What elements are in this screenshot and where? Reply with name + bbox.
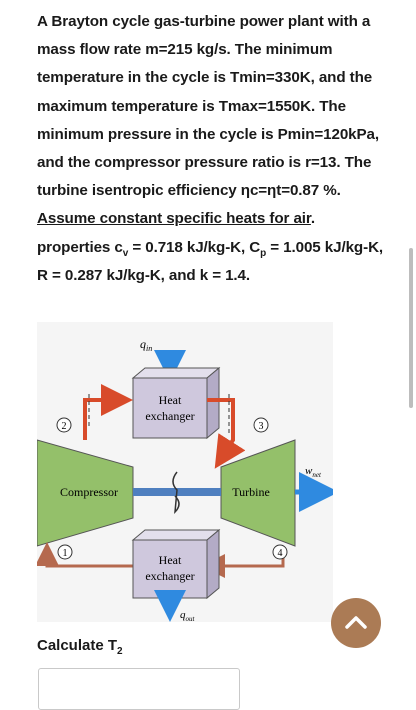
- q-out-label: qout: [180, 609, 196, 622]
- w-net-label: wnet: [305, 465, 322, 479]
- svg-text:2: 2: [62, 421, 67, 432]
- heat-exchanger-bottom: Heat exchanger: [131, 528, 221, 600]
- scroll-top-button[interactable]: [331, 598, 381, 648]
- answer-input[interactable]: [38, 668, 240, 710]
- state-4-marker: 4: [272, 544, 288, 560]
- flow-3-arrow: [207, 398, 246, 469]
- cp-subscript: p: [260, 247, 267, 259]
- cv-subscript: v: [122, 247, 129, 259]
- problem-statement: A Brayton cycle gas-turbine power plant …: [37, 8, 387, 290]
- question-text: Calculate T: [37, 637, 118, 654]
- state-3-marker: 3: [253, 417, 269, 433]
- scrollbar[interactable]: [409, 248, 413, 408]
- heat-exchanger-top: Heat exchanger: [131, 366, 221, 440]
- svg-text:3: 3: [259, 421, 264, 432]
- brayton-cycle-diagram: qin Heat exchanger Compressor Turbine wn…: [35, 322, 339, 623]
- heat-exchanger-bottom-line1: Heat: [159, 553, 182, 567]
- q-in-label: qin: [140, 337, 152, 353]
- svg-text:1: 1: [63, 548, 68, 559]
- heat-exchanger-top-line2: exchanger: [145, 409, 194, 423]
- heat-exchanger-top-line1: Heat: [159, 393, 182, 407]
- compressor-label: Compressor: [60, 485, 118, 499]
- shaft-coupling: [172, 471, 180, 514]
- problem-text-underlined: Assume constant specific heats for air: [37, 210, 311, 228]
- compressor: Compressor: [36, 439, 134, 547]
- problem-text-3: = 0.718 kJ/kg-K, C: [128, 238, 261, 256]
- chevron-up-icon: [345, 616, 367, 629]
- problem-text-4: = 1.005 kJ/kg-K, R = 0.287 kJ/kg-K, and …: [37, 238, 384, 284]
- problem-text-1: A Brayton cycle gas-turbine power plant …: [37, 13, 380, 200]
- flow-2-arrow: [83, 384, 133, 440]
- svg-text:4: 4: [278, 548, 283, 559]
- question-label: Calculate T2: [37, 637, 123, 657]
- heat-exchanger-bottom-line2: exchanger: [145, 569, 194, 583]
- flow-1-line: [35, 542, 133, 568]
- turbine-label: Turbine: [232, 485, 270, 499]
- problem-text-2: . properties c: [37, 210, 316, 256]
- state-1-marker: 1: [57, 544, 73, 560]
- turbine: Turbine: [220, 439, 296, 547]
- question-subscript: 2: [117, 646, 123, 657]
- state-2-marker: 2: [56, 417, 72, 433]
